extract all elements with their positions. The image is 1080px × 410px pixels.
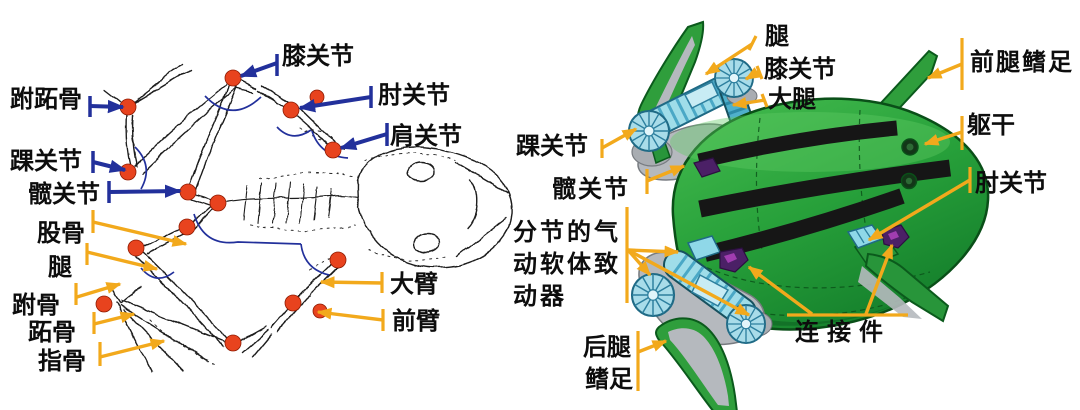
label-robot-knee-joint: 膝关节 — [764, 55, 836, 83]
label-metatarsus: 跖骨 — [28, 318, 76, 346]
label-upper-arm: 大臂 — [390, 270, 438, 298]
label-torso: 躯干 — [967, 111, 1015, 139]
label-robot-elbow-joint: 肘关节 — [975, 169, 1047, 197]
torso-knobs — [900, 138, 919, 190]
label-robot-thigh: 大腿 — [768, 85, 816, 113]
label-tarsometatarsus: 跗跖骨 — [10, 85, 82, 113]
label-line: 动软体致 — [513, 250, 621, 278]
label-line: 分节的气 — [513, 218, 621, 246]
label-knee-joint-skeleton: 膝关节 — [282, 42, 354, 70]
label-forearm: 前臂 — [392, 307, 440, 335]
label-hip-joint-skeleton: 髋关节 — [28, 180, 100, 208]
label-shank: 腿 — [48, 253, 72, 281]
right-side-leg — [846, 224, 950, 323]
label-elbow-joint-skeleton: 肘关节 — [378, 81, 450, 109]
joint-markers — [95, 69, 347, 352]
label-hind-leg-flipper: 后腿 鳍足 — [583, 331, 633, 395]
soft-robot-model — [628, 20, 990, 410]
label-tarsus: 跗骨 — [12, 291, 60, 319]
hip-fan-disc — [630, 272, 676, 318]
label-segmented-pneumatic-soft-actuator: 分节的气 动软体致 动器 — [513, 216, 621, 312]
label-robot-hip-joint: 髋关节 — [552, 175, 630, 203]
annotation-arrows-navy — [88, 54, 389, 203]
label-front-leg-flipper: 前腿鳍足 — [970, 48, 1074, 76]
label-phalanges: 指骨 — [38, 347, 86, 375]
dorsal-stripes — [697, 120, 952, 262]
label-ankle-joint-skeleton: 踝关节 — [10, 147, 82, 175]
label-line: 动器 — [513, 282, 567, 310]
label-connector: 连接件 — [795, 318, 891, 346]
label-robot-ankle-joint: 踝关节 — [516, 132, 588, 160]
skeleton-sketch — [103, 63, 513, 373]
label-line: 后腿 — [583, 333, 631, 361]
hind-fan-disc — [726, 304, 766, 344]
joint-angle-arcs — [134, 95, 349, 279]
annotation-arrows-yellow — [74, 35, 972, 391]
label-shoulder-joint-skeleton: 肩关节 — [390, 122, 462, 150]
label-femur: 股骨 — [37, 219, 85, 247]
front-connector — [693, 157, 721, 178]
label-robot-leg: 腿 — [765, 22, 789, 50]
label-line: 鳍足 — [585, 365, 633, 393]
